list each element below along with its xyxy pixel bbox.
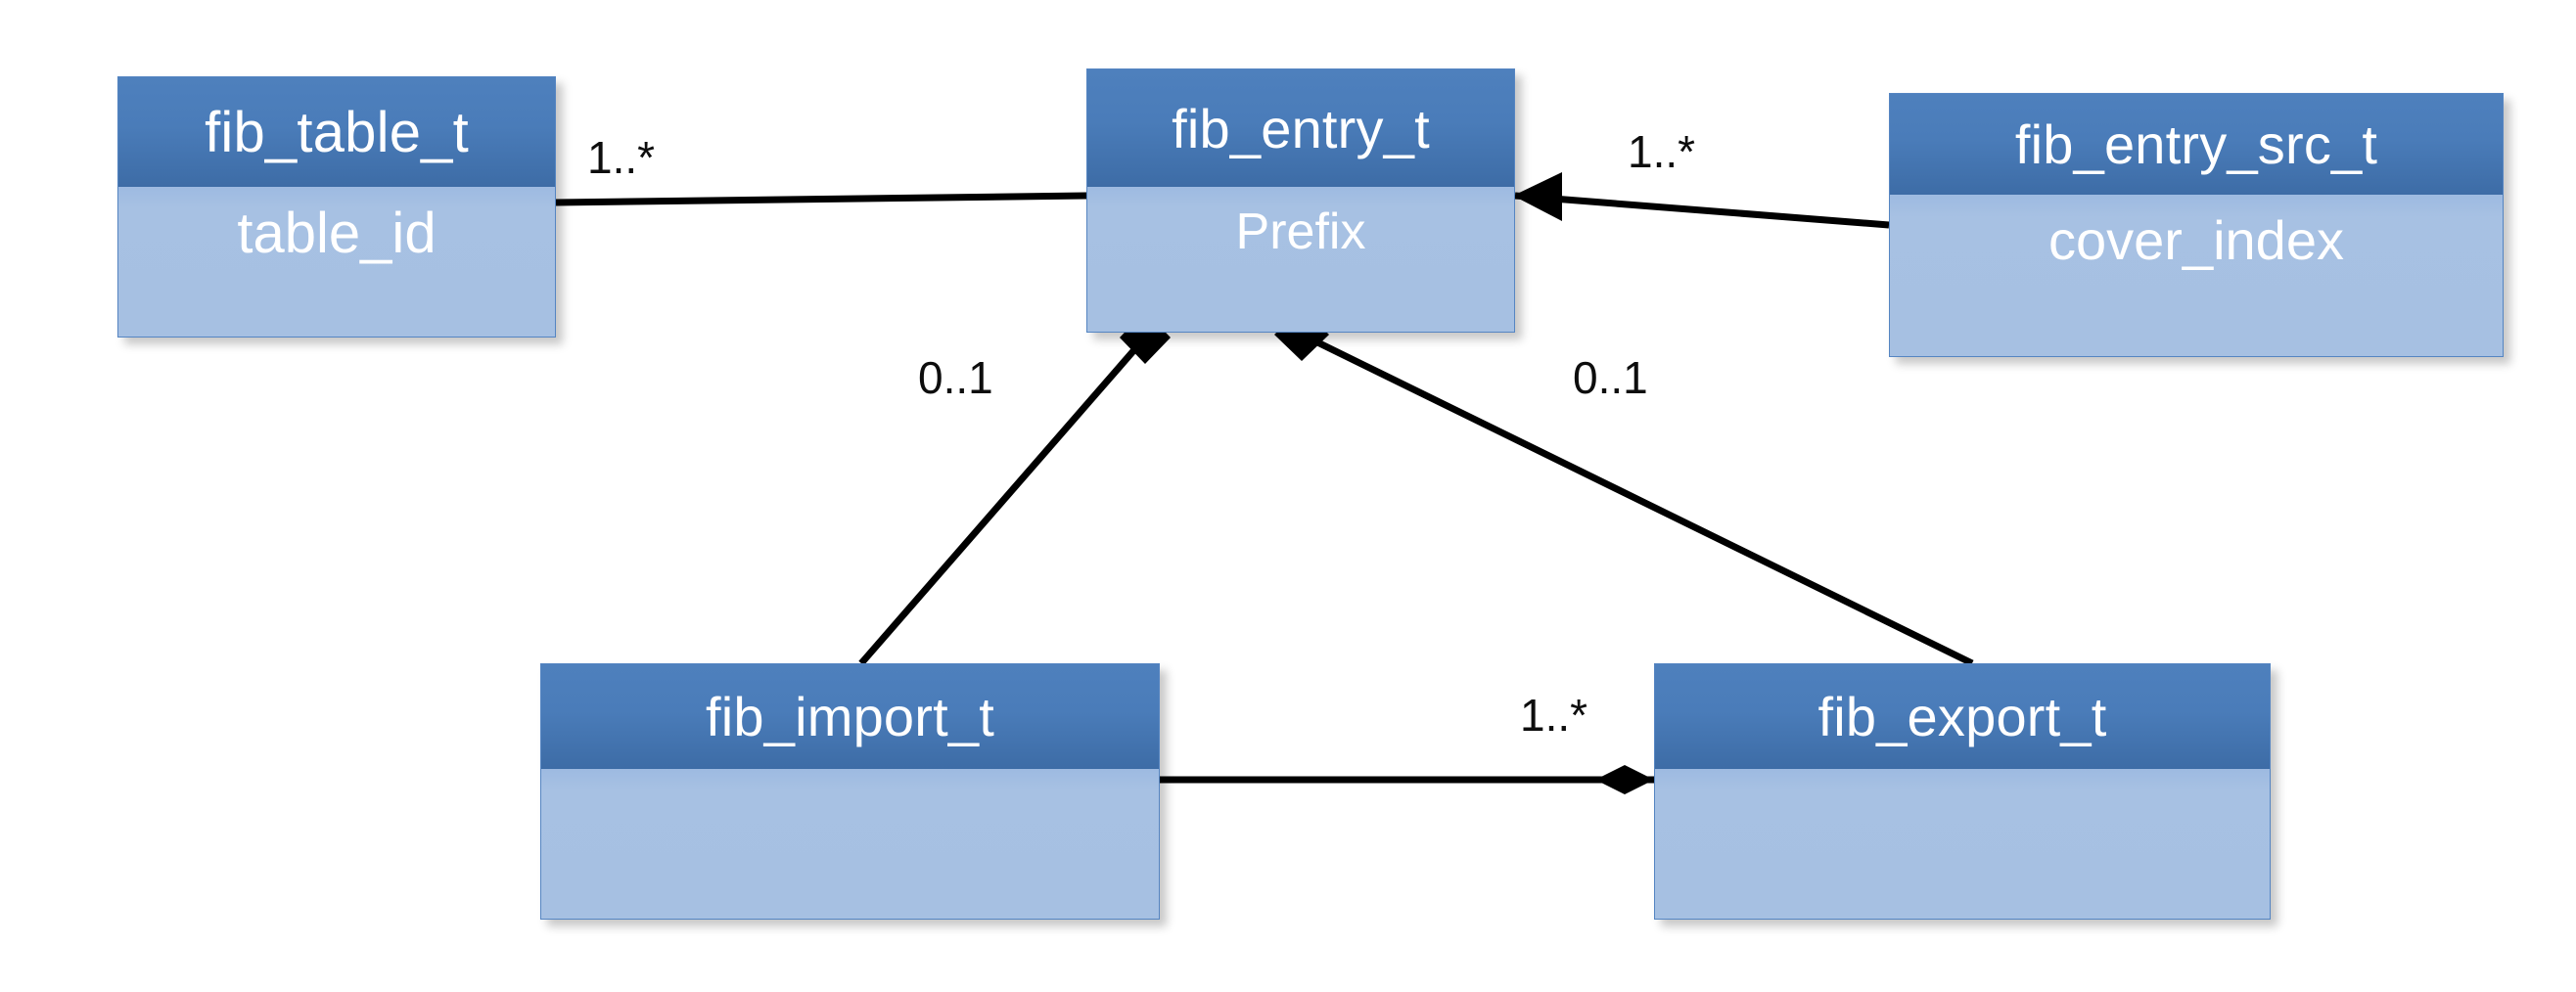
edge-line [1514, 192, 1890, 229]
class-name-label: fib_entry_t [1172, 97, 1430, 159]
edge-import-to-export[interactable] [1160, 765, 1654, 794]
class-attribute-label: table_id [237, 202, 437, 265]
class-name-label: fib_entry_src_t [2014, 113, 2378, 175]
multiplicity-label-entry-to-src: 1..* [1628, 126, 1696, 177]
class-body-fib-entry-t: Prefix [1087, 187, 1514, 332]
class-name-label: fib_table_t [205, 100, 469, 164]
cropped-caption-sliver [0, 0, 2576, 6]
edge-entry-to-import[interactable] [858, 311, 1171, 666]
class-name-label: fib_import_t [706, 686, 994, 747]
class-header-fib-entry-src-t: fib_entry_src_t [1890, 94, 2503, 195]
class-header-fib-entry-t: fib_entry_t [1087, 69, 1514, 187]
filled-arrow-marker [1513, 172, 1562, 221]
class-attribute-label: Prefix [1235, 203, 1366, 260]
class-box-fib-entry-src-t[interactable]: fib_entry_src_t cover_index [1889, 93, 2504, 357]
edge-line [555, 192, 1087, 206]
class-box-fib-export-t[interactable]: fib_export_t [1654, 663, 2271, 920]
class-header-fib-export-t: fib_export_t [1655, 664, 2270, 769]
multiplicity-label-entry-to-import: 0..1 [918, 352, 993, 403]
class-body-fib-entry-src-t: cover_index [1890, 195, 2503, 356]
class-name-label: fib_export_t [1817, 686, 2107, 747]
class-box-fib-entry-t[interactable]: fib_entry_t Prefix [1086, 68, 1515, 333]
multiplicity-label-entry-to-export: 0..1 [1573, 352, 1648, 403]
edge-line [858, 335, 1148, 666]
class-body-fib-export-t [1655, 769, 2270, 919]
class-box-fib-table-t[interactable]: fib_table_t table_id [117, 76, 556, 338]
edge-entry-to-src[interactable] [1513, 172, 1890, 229]
multiplicity-label-import-to-export: 1..* [1520, 690, 1588, 741]
class-box-fib-import-t[interactable]: fib_import_t [540, 663, 1160, 920]
class-header-fib-import-t: fib_import_t [541, 664, 1159, 769]
class-body-fib-table-t: table_id [118, 187, 555, 337]
multiplicity-label-table-to-entry: 1..* [587, 132, 656, 183]
filled-diamond-marker [1595, 765, 1654, 794]
class-header-fib-table-t: fib_table_t [118, 77, 555, 187]
class-attribute-label: cover_index [2048, 209, 2344, 271]
class-body-fib-import-t [541, 769, 1159, 919]
edge-table-to-entry[interactable] [499, 189, 1087, 216]
